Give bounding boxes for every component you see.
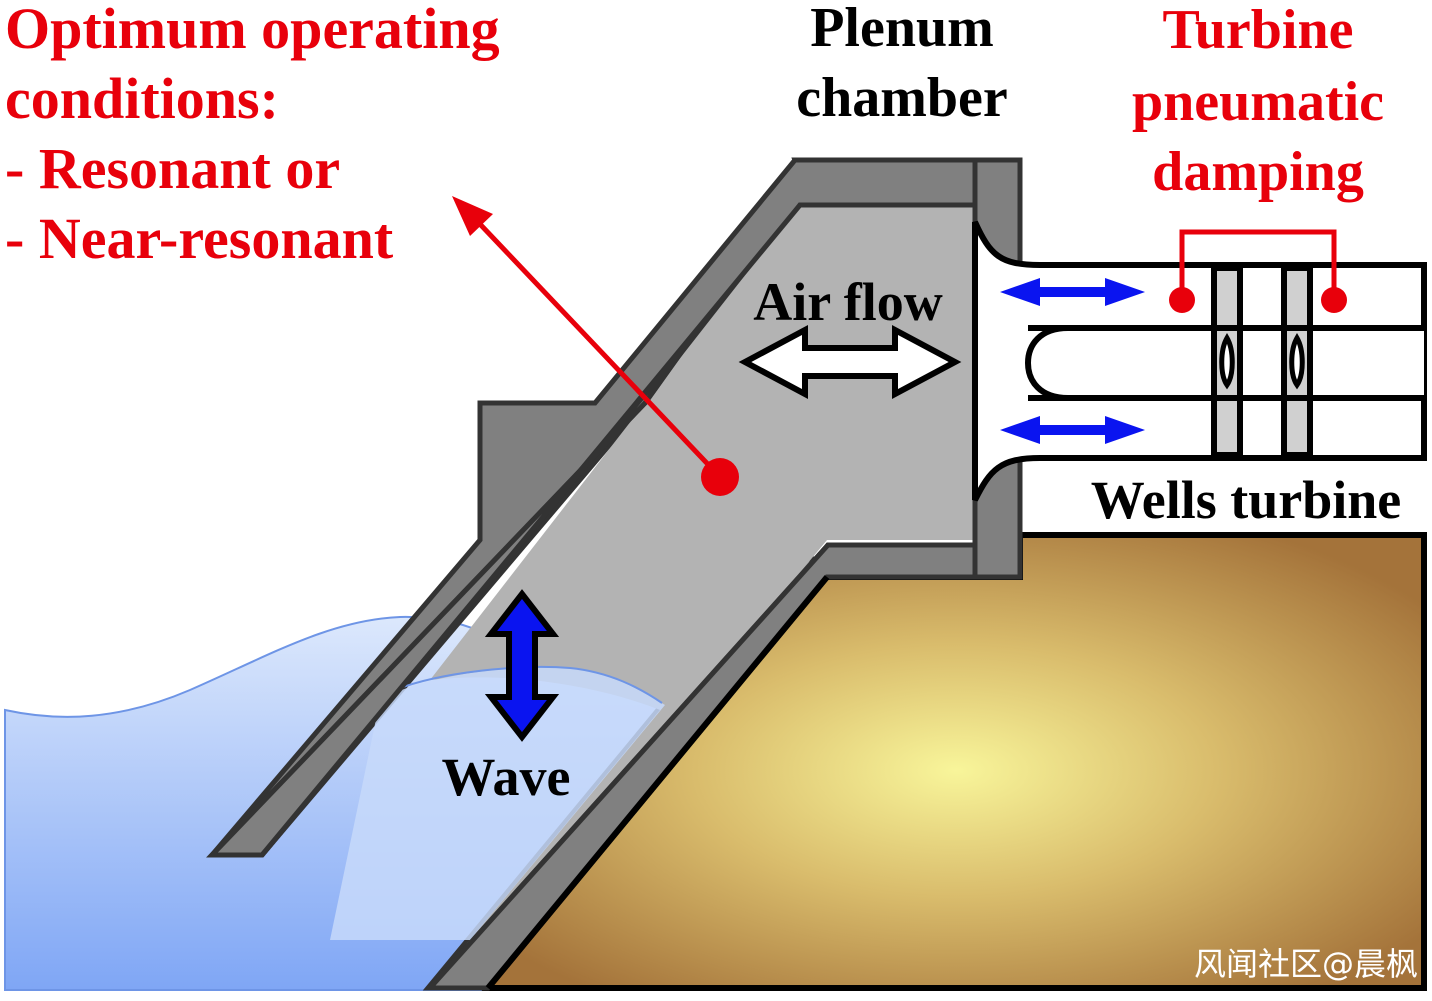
air-flow-arrow	[738, 325, 962, 399]
land-edge	[485, 575, 830, 990]
resonance-annotation-arrow	[452, 196, 739, 496]
plenum-chamber	[430, 205, 975, 988]
plenum-line-1: Plenum	[810, 0, 994, 59]
optimum-conditions-label: Optimum operating conditions: - Resonant…	[5, 0, 500, 271]
optimum-line-1: Optimum operating	[5, 0, 500, 61]
wave-motion-arrow	[484, 589, 560, 742]
optimum-line-4: - Near-resonant	[5, 206, 394, 271]
duct-flow-arrow-upper	[1000, 278, 1145, 306]
optimum-line-2: conditions:	[5, 66, 279, 131]
optimum-line-3: - Resonant or	[5, 136, 340, 201]
duct-flow-arrow-lower	[1000, 416, 1145, 444]
plenum-line-2: chamber	[796, 67, 1008, 129]
front-skirt-wall-top	[206, 338, 693, 858]
plenum-chamber-label: Plenum chamber	[796, 0, 1008, 129]
wave-label: Wave	[442, 747, 571, 807]
wells-turbine-label: Wells turbine	[1091, 470, 1402, 530]
damping-line-2: pneumatic	[1132, 71, 1384, 133]
turbine-rotor-1	[1211, 265, 1243, 458]
turbine-rotor-2	[1281, 265, 1313, 458]
internal-water	[330, 667, 665, 940]
turbine-damping-label: Turbine pneumatic damping	[1132, 0, 1384, 203]
damping-indicator	[1169, 229, 1347, 313]
watermark-text: 风闻社区@晨枫	[1194, 945, 1418, 983]
damping-line-3: damping	[1152, 141, 1364, 203]
air-flow-label: Air flow	[753, 272, 942, 332]
damping-line-1: Turbine	[1163, 0, 1354, 61]
internal-water-surface	[394, 666, 663, 704]
